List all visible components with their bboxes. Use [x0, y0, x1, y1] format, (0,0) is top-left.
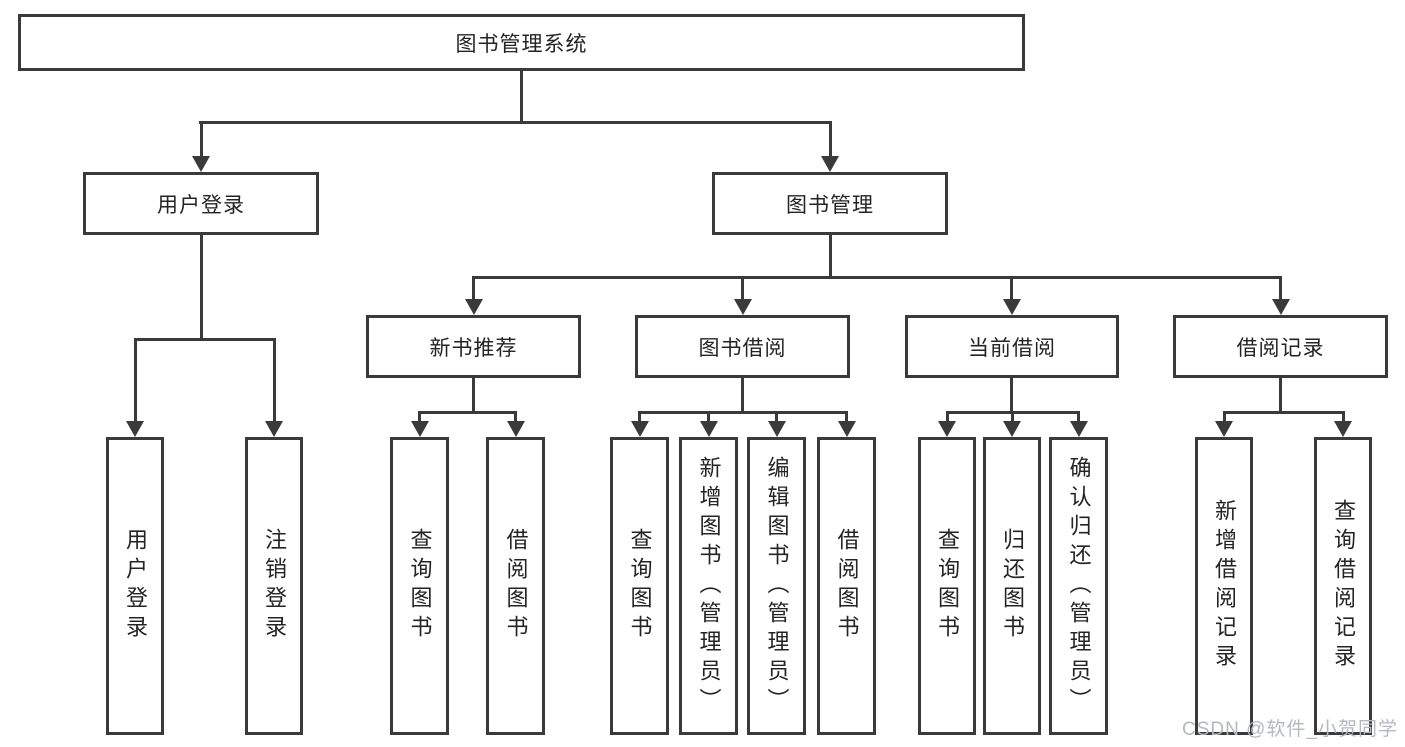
connector-to-user-login — [199, 121, 203, 157]
connector-g1-c1 — [418, 411, 421, 423]
node-new-book-recommend: 新书推荐 — [366, 315, 581, 378]
arrow-down-g1-c1 — [410, 421, 429, 437]
leaf-user-login: 用户登录 — [106, 437, 164, 735]
connector-g2-c1 — [638, 411, 641, 423]
arrow-down-g2-c3 — [767, 421, 786, 437]
connector-level3-rail — [472, 276, 1282, 279]
connector-g4-stem — [1279, 378, 1282, 414]
arrow-down-book-management — [821, 156, 839, 172]
leaf-query-books-borrow: 查询图书 — [610, 437, 669, 735]
connector-g2-c4 — [845, 411, 848, 423]
connector-g4-c2 — [1341, 411, 1345, 423]
connector-to-leaf-user-login — [133, 341, 137, 422]
leaf-edit-book-admin: 编辑图书（管理员） — [747, 437, 806, 735]
leaf-borrow-books: 借阅图书 — [817, 437, 876, 735]
connector-to-borrow-records — [1279, 279, 1282, 300]
arrow-down-g1-c2 — [506, 421, 525, 437]
connector-g1-c2 — [514, 411, 517, 423]
connector-g1-stem — [472, 378, 475, 414]
leaf-add-borrow-record: 新增借阅记录 — [1195, 437, 1253, 735]
connector-g3-c1 — [945, 411, 949, 423]
node-borrow-records: 借阅记录 — [1173, 315, 1388, 378]
arrow-down-g4-c2 — [1334, 421, 1352, 437]
arrow-down-g2-c2 — [699, 421, 718, 437]
connector-g2-stem — [741, 378, 744, 414]
connector-user-login-stem — [199, 235, 203, 341]
leaf-logout-login: 注销登录 — [245, 437, 303, 735]
connector-g2-c2 — [707, 411, 710, 423]
csdn-watermark: CSDN @软件_小贺同学 — [1182, 719, 1398, 740]
arrow-down-g3-c1 — [938, 421, 956, 437]
connector-g4-c1 — [1222, 411, 1226, 423]
arrow-down-user-login — [192, 156, 210, 172]
connector-level1-rail — [199, 121, 832, 124]
node-library-management-system: 图书管理系统 — [18, 14, 1025, 71]
leaf-return-book: 归还图书 — [983, 437, 1041, 735]
connector-user-login-rail — [133, 338, 276, 341]
leaf-query-books-current: 查询图书 — [918, 437, 976, 735]
arrow-down-g3-c2 — [1003, 421, 1021, 437]
connector-g2-rail — [638, 411, 848, 414]
connector-to-book-management — [828, 121, 832, 157]
connector-g3-stem — [1010, 378, 1013, 414]
leaf-borrow-books-recommend: 借阅图书 — [486, 437, 545, 735]
leaf-query-borrow-record: 查询借阅记录 — [1314, 437, 1372, 735]
connector-g2-c3 — [775, 411, 778, 423]
leaf-query-books-recommend: 查询图书 — [390, 437, 449, 735]
arrow-down-g3-c3 — [1069, 421, 1088, 437]
connector-book-management-stem — [828, 235, 832, 279]
connector-to-leaf-logout — [272, 341, 276, 422]
connector-to-current-borrow — [1010, 279, 1013, 300]
arrow-down-current-borrow — [1002, 299, 1021, 315]
arrow-down-borrow-records — [1271, 299, 1290, 315]
connector-g1-rail — [418, 411, 517, 414]
arrow-down-leaf-logout — [265, 421, 283, 437]
connector-to-book-borrow — [741, 279, 744, 300]
node-current-borrow: 当前借阅 — [905, 315, 1119, 378]
arrow-down-new-book-recommend — [464, 299, 483, 315]
leaf-add-book-admin: 新增图书（管理员） — [679, 437, 738, 735]
leaf-confirm-return-admin: 确认归还（管理员） — [1049, 437, 1108, 735]
connector-g4-rail — [1222, 411, 1345, 414]
arrow-down-leaf-user-login — [126, 421, 144, 437]
connector-root-stem — [520, 71, 523, 121]
arrow-down-g2-c1 — [630, 421, 649, 437]
arrow-down-g2-c4 — [837, 421, 856, 437]
arrow-down-book-borrow — [733, 299, 752, 315]
arrow-down-g4-c1 — [1215, 421, 1233, 437]
connector-to-new-book-recommend — [472, 279, 475, 300]
connector-g3-c3 — [1077, 411, 1080, 423]
node-book-borrow: 图书借阅 — [635, 315, 850, 378]
connector-g3-c2 — [1010, 411, 1014, 423]
node-book-management: 图书管理 — [712, 172, 948, 235]
node-user-login: 用户登录 — [83, 172, 319, 235]
